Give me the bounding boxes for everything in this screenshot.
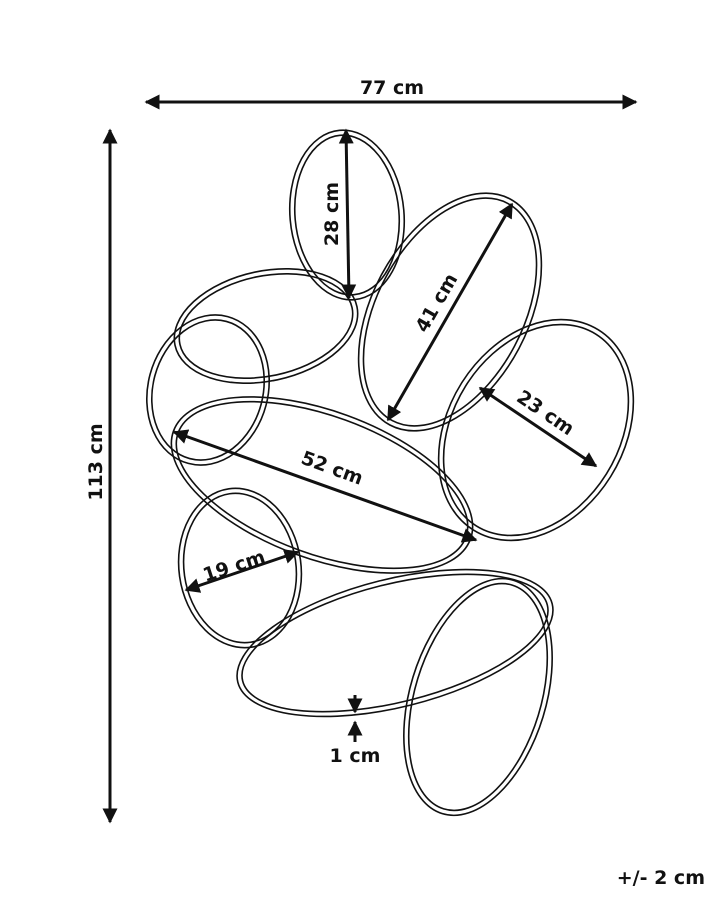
height-dimension: 113 cm bbox=[85, 128, 118, 824]
small-oval-label: 19 cm bbox=[200, 546, 268, 587]
ring-bottom-wide bbox=[236, 568, 554, 718]
tall-oval-dimension: 41 cm bbox=[386, 202, 514, 422]
width-label: 77 cm bbox=[360, 77, 424, 99]
wide-oval-label: 52 cm bbox=[298, 447, 366, 490]
thickness-dimension: 1 cm bbox=[330, 695, 381, 767]
width-dimension: 77 cm bbox=[144, 77, 638, 110]
small-oval-dimension: 19 cm bbox=[184, 546, 300, 593]
tolerance-note: +/- 2 cm bbox=[617, 867, 705, 889]
wall-art-rings bbox=[145, 129, 635, 817]
right-oval-dimension: 23 cm bbox=[478, 386, 598, 468]
ring-bottom-tall bbox=[403, 577, 553, 817]
top-oval-label: 28 cm bbox=[321, 182, 343, 246]
top-oval-dimension: 28 cm bbox=[321, 128, 357, 300]
thickness-label: 1 cm bbox=[330, 745, 381, 767]
wide-oval-dimension: 52 cm bbox=[172, 429, 478, 543]
ring-left bbox=[145, 314, 271, 466]
ring-upper-left bbox=[173, 268, 359, 384]
height-label: 113 cm bbox=[85, 423, 107, 500]
